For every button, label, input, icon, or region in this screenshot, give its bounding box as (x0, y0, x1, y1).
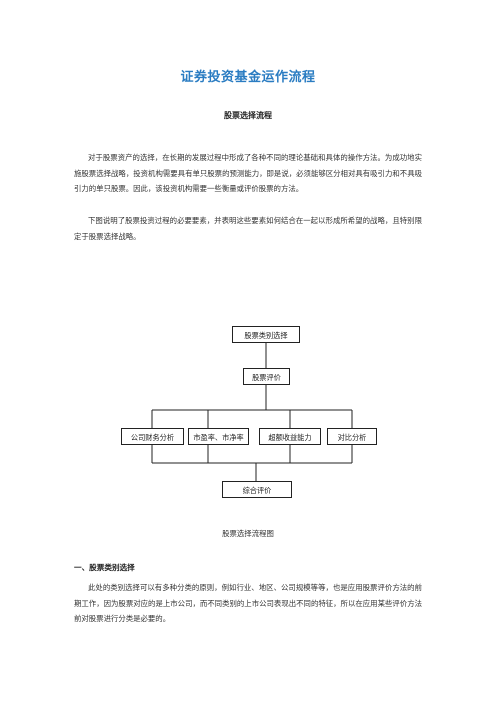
document-subtitle: 股票选择流程 (224, 110, 272, 120)
flow-node-financial-analysis: 公司财务分析 (121, 428, 184, 445)
section-heading: 一、股票类别选择 (74, 563, 135, 572)
flow-node-excess-return: 超额收益能力 (259, 428, 321, 445)
section-paragraph: 此处的类别选择可以有多种分类的原则，例如行业、地区、公司规模等等，也是应用股票评… (74, 583, 422, 623)
intro-paragraph: 对于股票资产的选择，在长期的发展过程中形成了各种不同的理论基础和具体的操作方法。… (74, 153, 422, 193)
flow-node-pe-pb: 市盈率、市净率 (188, 428, 249, 445)
flow-node-comparison: 对比分析 (327, 428, 377, 445)
flow-node-stock-category: 股票类别选择 (232, 326, 300, 343)
flowchart-caption: 股票选择流程图 (222, 529, 274, 538)
document-title: 证券投资基金运作流程 (180, 70, 316, 85)
diagram-intro-paragraph: 下图说明了股票投资过程的必要要素，并表明这些要素如何结合在一起以形成所希望的战略… (74, 216, 422, 241)
flow-node-overall-evaluation: 综合评价 (222, 481, 292, 498)
flow-node-stock-evaluation: 股票评价 (243, 368, 290, 385)
